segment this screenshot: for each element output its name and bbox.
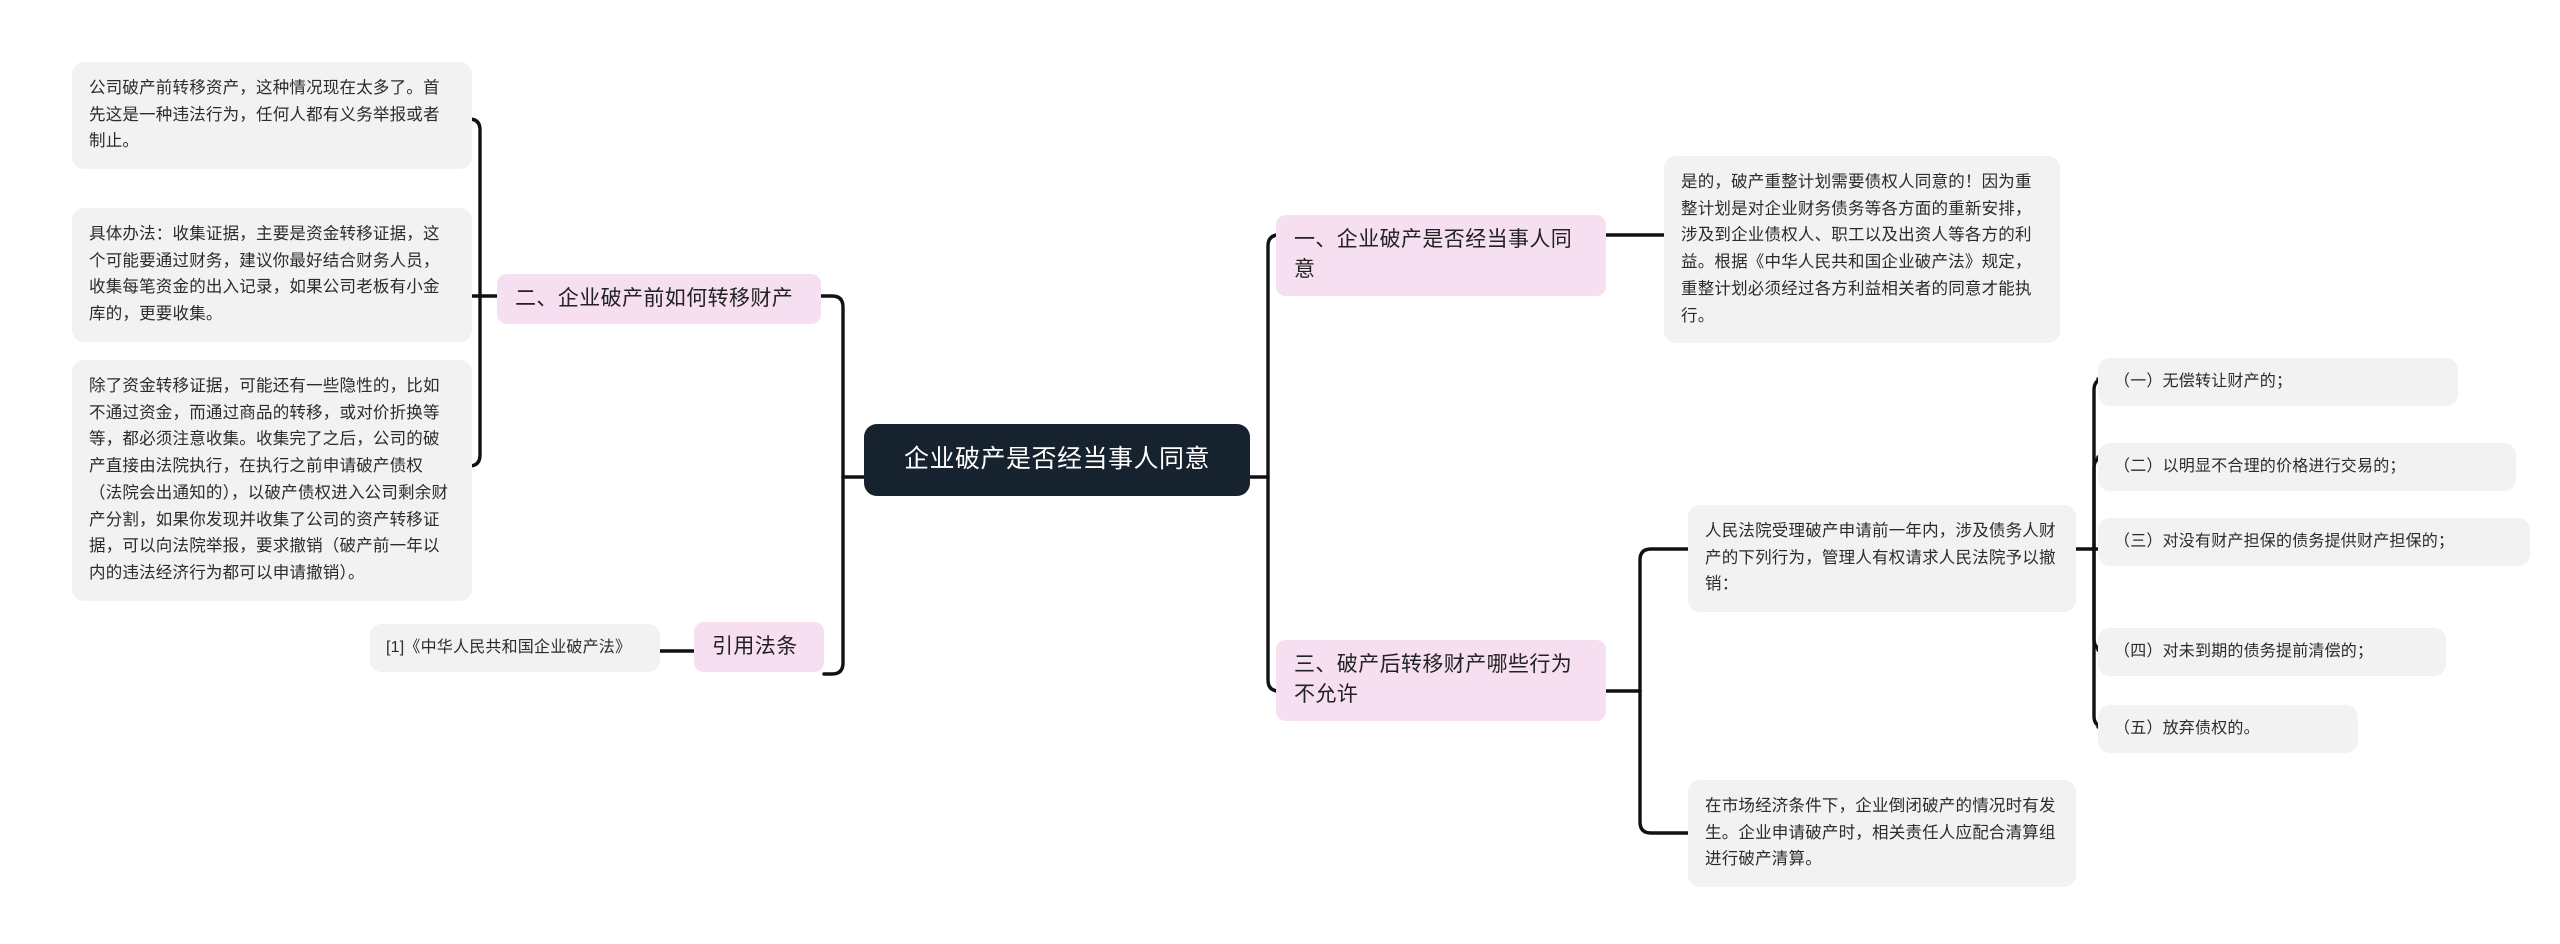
- leaf-revocable-item-1[interactable]: （一）无偿转让财产的；: [2098, 358, 2458, 406]
- leaf-revocable-item-4[interactable]: （四）对未到期的债务提前清偿的；: [2098, 628, 2446, 676]
- branch-how-to-transfer-property[interactable]: 二、企业破产前如何转移财产: [497, 274, 821, 325]
- link-root-right-trunk: [1248, 233, 1281, 479]
- leaf-reorganization-plan-consent[interactable]: 是的，破产重整计划需要债权人同意的！因为重整计划是对企业财务债务等各方面的重新安…: [1664, 156, 2060, 344]
- branch-cited-law[interactable]: 引用法条: [694, 622, 824, 673]
- link-root-left-trunk: [819, 294, 866, 479]
- root-node[interactable]: 企业破产是否经当事人同意: [864, 424, 1250, 496]
- leaf-transfer-before-bankruptcy-1[interactable]: 公司破产前转移资产，这种情况现在太多了。首先这是一种违法行为，任何人都有义务举报…: [72, 62, 472, 170]
- leaf-transfer-before-bankruptcy-3[interactable]: 除了资金转移证据，可能还有一些隐性的，比如不通过资金，而通过商品的转移，或对价折…: [72, 360, 472, 601]
- leaf-liquidation-cooperation[interactable]: 在市场经济条件下，企业倒闭破产的情况时有发生。企业申请破产时，相关责任人应配合清…: [1688, 780, 2076, 888]
- link-root-left-law: [822, 475, 845, 676]
- branch-disallowed-transfers-after-bankruptcy[interactable]: 三、破产后转移财产哪些行为不允许: [1276, 640, 1606, 721]
- leaf-cited-law-text[interactable]: [1]《中华人民共和国企业破产法》: [370, 624, 660, 672]
- leaf-court-revocable-acts[interactable]: 人民法院受理破产申请前一年内，涉及债务人财产的下列行为，管理人有权请求人民法院予…: [1688, 505, 2076, 613]
- link-b3-leaf1: [1638, 547, 1690, 693]
- leaf-revocable-item-2[interactable]: （二）以明显不合理的价格进行交易的；: [2098, 443, 2516, 491]
- branch-requires-party-consent[interactable]: 一、企业破产是否经当事人同意: [1276, 215, 1606, 296]
- link-b3-leaf2: [1638, 689, 1690, 835]
- leaf-revocable-item-3[interactable]: （三）对没有财产担保的债务提供财产担保的；: [2098, 518, 2530, 566]
- leaf-transfer-before-bankruptcy-2[interactable]: 具体办法：收集证据，主要是资金转移证据，这个可能要通过财务，建议你最好结合财务人…: [72, 208, 472, 342]
- leaf-revocable-item-5[interactable]: （五）放弃债权的。: [2098, 705, 2358, 753]
